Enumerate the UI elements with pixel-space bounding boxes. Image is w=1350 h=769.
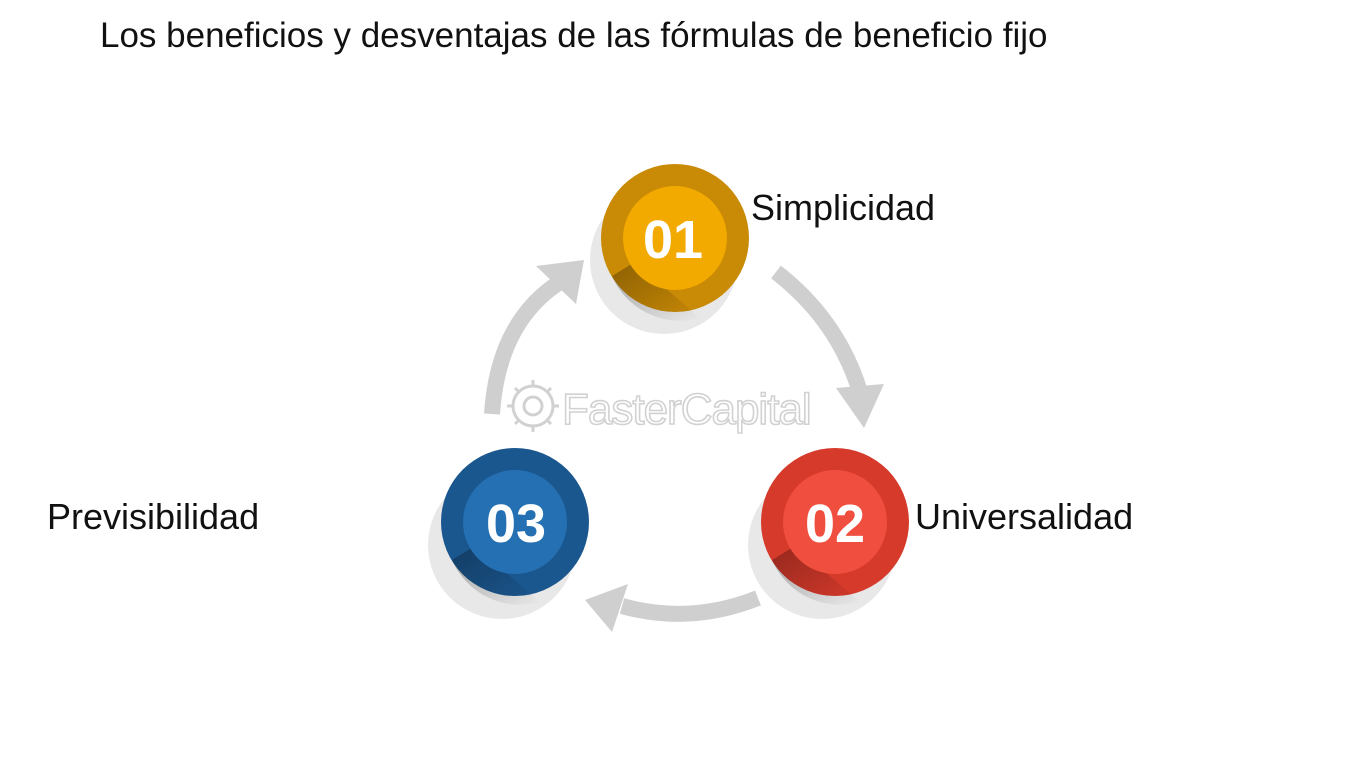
step-number-02: 02 [805, 494, 865, 554]
watermark-gear-icon [507, 380, 559, 432]
arrow-head-01-to-02 [836, 384, 884, 428]
step-number-01: 01 [643, 210, 703, 270]
page-title: Los beneficios y desventajas de las fórm… [100, 16, 1048, 55]
watermark: FasterCapital [507, 380, 812, 435]
watermark-text: FasterCapital [562, 385, 811, 434]
arrow-03-to-01 [484, 275, 565, 415]
arrow-head-02-to-03 [585, 584, 628, 632]
step-label-simplicidad: Simplicidad [751, 187, 936, 228]
step-circle-03: 03 [428, 448, 589, 619]
step-circle-01: 01 [590, 164, 749, 334]
arrow-02-to-03 [619, 590, 761, 622]
cycle-arrows [484, 260, 884, 632]
step-circle-02: 02 [748, 448, 909, 619]
step-label-universalidad: Universalidad [915, 496, 1134, 537]
step-number-03: 03 [486, 494, 546, 554]
step-label-previsibilidad: Previsibilidad [47, 496, 260, 537]
arrow-head-03-to-01 [536, 260, 584, 304]
arrow-01-to-02 [771, 265, 868, 395]
